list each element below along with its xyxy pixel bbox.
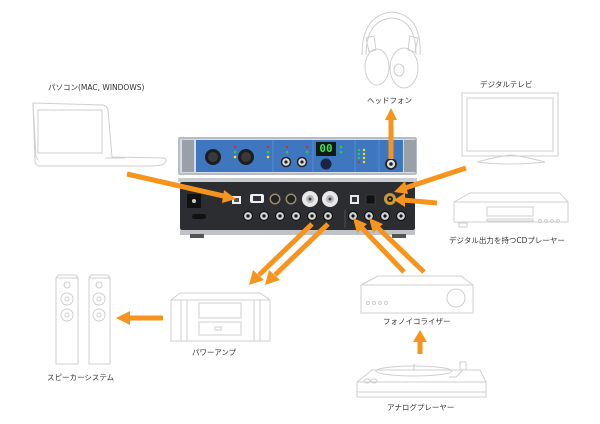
cd-player-icon	[453, 192, 569, 228]
tv-label: デジタルテレビ	[480, 80, 533, 89]
arrow-amp-to-speakers	[116, 311, 163, 325]
pc-label: パソコン(MAC, WINDOWS)	[48, 83, 145, 92]
arrow-out2-to-amp	[265, 222, 330, 285]
arrow-tv-to-spdif	[394, 165, 467, 194]
cd-player-label: デジタル出力を持つCDプレーヤー	[449, 236, 565, 245]
interface-front-panel	[178, 137, 417, 175]
laptop-icon	[32, 102, 167, 167]
phono-equalizer-icon	[360, 275, 474, 314]
arrow-out1-to-amp	[249, 222, 314, 285]
arrow-eq-to-in2	[369, 218, 426, 274]
power-amp-icon	[170, 292, 271, 342]
arrow-eq-to-in1	[353, 218, 406, 274]
turntable-label: アナログプレーヤー	[387, 403, 455, 412]
headphones-icon	[361, 11, 421, 89]
interface-rear-panel	[178, 178, 417, 238]
device-display: 00	[319, 142, 333, 155]
arrow-pc-to-usb	[126, 171, 236, 203]
headphones-label: ヘッドフォン	[367, 96, 412, 105]
power-amp-label: パワーアンプ	[192, 348, 237, 357]
phono-equalizer-label: フォノイコライザー	[383, 317, 451, 326]
turntable-icon	[356, 361, 487, 398]
arrow-to-headphones	[385, 108, 397, 159]
arrow-turntable-to-eq	[413, 330, 427, 354]
monitor-icon	[461, 92, 559, 165]
arrow-cd-to-spdif	[394, 193, 438, 207]
speakers-label: スピーカーシステム	[47, 373, 115, 382]
speaker-icon	[55, 274, 111, 365]
